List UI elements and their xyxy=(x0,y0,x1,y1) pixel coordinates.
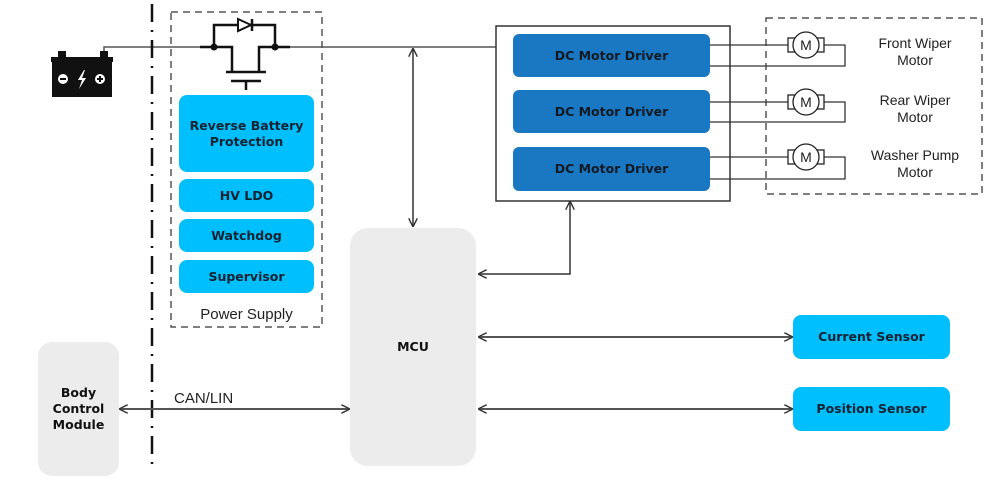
block-label: DC Motor Driver xyxy=(554,103,669,119)
dc-motor-driver-block: DC Motor Driver xyxy=(513,90,710,133)
motor-symbol: M xyxy=(800,94,812,110)
motor-driver-group xyxy=(495,25,731,202)
label-line: Front Wiper xyxy=(878,35,952,51)
rear-wiper-motor-label: Rear Wiper Motor xyxy=(855,92,975,126)
diode-icon xyxy=(237,17,254,33)
supervisor-block: Supervisor xyxy=(179,260,314,293)
label-line: Rear Wiper xyxy=(879,92,951,108)
block-label: Current Sensor xyxy=(818,329,925,344)
motor-icon xyxy=(787,88,825,116)
block-label: DC Motor Driver xyxy=(554,47,669,63)
mcu-block: MCU xyxy=(350,228,476,466)
body-control-module-block: Body Control Module xyxy=(38,342,119,476)
label-line: Motor xyxy=(897,164,933,180)
mosfet-icon xyxy=(200,19,290,90)
block-label: DC Motor Driver xyxy=(554,161,669,176)
motor-wires xyxy=(708,44,846,180)
block-label: Body Control Module xyxy=(52,385,105,432)
supply-line xyxy=(103,46,496,51)
block-label: Position Sensor xyxy=(816,401,927,416)
motor-symbol: M xyxy=(800,37,812,53)
front-wiper-motor-label: Front Wiper Motor xyxy=(855,35,975,69)
hv-ldo-block: HV LDO xyxy=(179,179,314,212)
block-label: HV LDO xyxy=(219,187,274,203)
current-sensor-block: Current Sensor xyxy=(793,315,950,359)
battery-icon xyxy=(51,51,113,97)
block-label: Reverse Battery Protection xyxy=(189,117,304,149)
position-sensor-block: Position Sensor xyxy=(793,387,950,431)
dc-motor-driver-block: DC Motor Driver xyxy=(513,147,710,191)
motor-icon xyxy=(787,31,825,59)
dc-motor-driver-block: DC Motor Driver xyxy=(513,34,710,77)
watchdog-block: Watchdog xyxy=(179,219,314,252)
block-label: Supervisor xyxy=(208,268,285,284)
label-line: Washer Pump xyxy=(870,147,960,163)
motor-group xyxy=(765,17,983,195)
power-supply-group xyxy=(170,11,323,328)
reverse-battery-protection-block: Reverse Battery Protection xyxy=(179,95,314,172)
junction-dot xyxy=(210,43,218,51)
block-label: MCU xyxy=(397,339,429,354)
label-line: Motor xyxy=(897,109,933,125)
block-label: Watchdog xyxy=(211,227,282,243)
motor-icon xyxy=(787,143,825,171)
motor-symbol: M xyxy=(800,149,812,165)
washer-pump-motor-label: Washer Pump Motor xyxy=(855,147,975,181)
power-supply-label: Power Supply xyxy=(200,306,293,323)
driver-mcu-link xyxy=(479,202,570,274)
label-line: Motor xyxy=(897,52,933,68)
junction-dot xyxy=(271,43,279,51)
can-lin-label: CAN/LIN xyxy=(174,390,234,407)
